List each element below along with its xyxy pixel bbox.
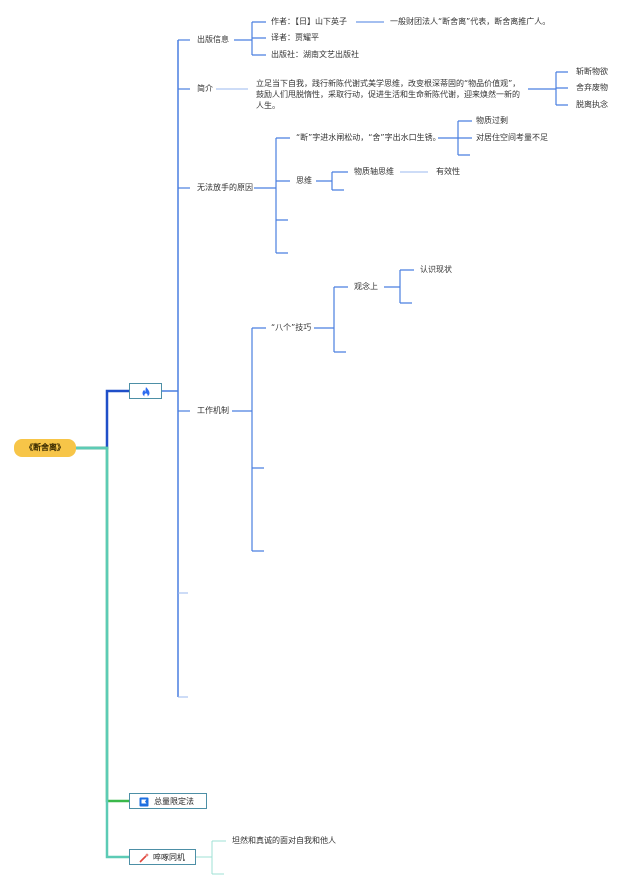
skills-concept[interactable]: 观念上 [354, 282, 378, 291]
connector-publish [234, 21, 266, 56]
branch-total-limit[interactable]: 总量限定法 [129, 793, 207, 809]
thinking-axis[interactable]: 物质轴思维 [354, 167, 394, 176]
connector-root-teal [76, 446, 130, 859]
connector-empty-stubs [178, 592, 188, 698]
reasons-proverb[interactable]: “断”字进水闸松动，“舍”字出水口生锈。 [296, 133, 441, 142]
mechanism-skills[interactable]: “八个”技巧 [271, 323, 312, 332]
publish-translator[interactable]: 译者：贾耀平 [271, 33, 319, 42]
branch-total-limit-label: 总量限定法 [154, 797, 194, 806]
intro-child-1[interactable]: 斩断物欲 [576, 67, 608, 76]
intro-child-3[interactable]: 脱离执念 [576, 100, 608, 109]
connector-reasons [254, 137, 290, 254]
topic-publish-info[interactable]: 出版信息 [197, 35, 229, 44]
connector-intro-children [528, 71, 568, 106]
topic-intro[interactable]: 简介 [197, 84, 213, 93]
axis-child[interactable]: 有效性 [436, 167, 460, 176]
root-topic[interactable]: 《断舍离》 [14, 439, 76, 457]
magic-wand-icon [138, 852, 150, 864]
connector-root-fire [76, 389, 130, 450]
topic-mechanism[interactable]: 工作机制 [197, 406, 229, 415]
branch-tuozhuo[interactable]: 啐啄同机 [129, 849, 196, 865]
connector-tuozhuo [196, 840, 226, 875]
connector-thinking [316, 171, 348, 191]
connector-root-green [76, 446, 130, 803]
connector-proverb-children [438, 120, 472, 156]
connector-mechanism [232, 327, 266, 552]
branch-tuozhuo-label: 啐啄同机 [153, 853, 185, 862]
connector-concept [384, 269, 414, 304]
intro-text[interactable]: 立足当下自我，践行新陈代谢式美学思维，改变根深蒂固的“物品价值观”，鼓励人们甩脱… [256, 79, 521, 110]
topic-reasons[interactable]: 无法放手的原因 [197, 183, 253, 192]
connector-topic-stubs [178, 39, 190, 412]
flag-icon [138, 796, 150, 808]
connector-skills [314, 286, 348, 353]
reasons-thinking[interactable]: 思维 [296, 176, 312, 185]
fire-icon [140, 386, 152, 398]
concept-child[interactable]: 认识现状 [420, 265, 452, 274]
publish-author[interactable]: 作者：【日】山下英子 [271, 17, 347, 26]
publish-publisher[interactable]: 出版社：湖南文艺出版社 [271, 50, 359, 59]
tuozhuo-child[interactable]: 坦然和真诚的面对自我和他人 [232, 836, 336, 845]
connector-fire-spine [162, 40, 179, 697]
branch-fire[interactable] [129, 383, 162, 399]
proverb-child-1[interactable]: 物质过剩 [476, 116, 508, 125]
publish-author-note[interactable]: 一般财团法人“断舍离”代表，断舍离推广人。 [390, 17, 551, 26]
intro-child-2[interactable]: 舍弃废物 [576, 83, 608, 92]
proverb-child-2[interactable]: 对居住空间考量不足 [476, 133, 548, 142]
